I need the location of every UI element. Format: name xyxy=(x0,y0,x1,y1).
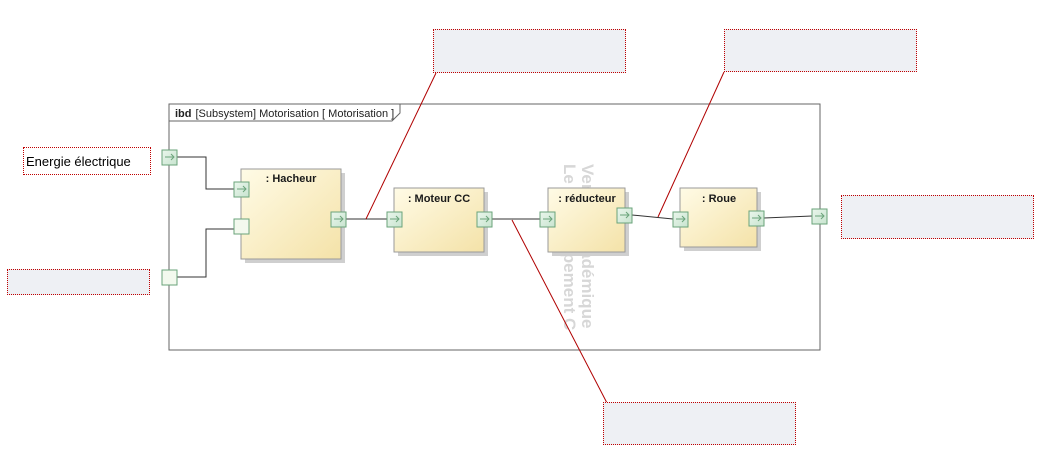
block-name: : réducteur xyxy=(558,193,616,205)
port-moteur-in[interactable] xyxy=(386,211,403,228)
port-frame-output[interactable] xyxy=(811,208,828,225)
label-reducteur-roue-flow[interactable] xyxy=(724,29,917,72)
port-hacheur-in1[interactable] xyxy=(233,181,250,198)
connectors xyxy=(177,156,813,278)
port-moteur-out[interactable] xyxy=(476,211,493,228)
port-reducteur-out[interactable] xyxy=(616,207,633,224)
connector-roue-output xyxy=(763,215,813,219)
leader-moteur-reducteur xyxy=(511,219,608,404)
block-roue[interactable]: : Roue xyxy=(679,187,761,251)
connector-input2-hacheur xyxy=(177,228,234,278)
block-reducteur[interactable]: : réducteur xyxy=(547,187,629,256)
block-name: : Hacheur xyxy=(266,173,317,185)
port-hacheur-in2[interactable] xyxy=(233,218,250,235)
ports xyxy=(161,149,828,286)
annotation-lines xyxy=(365,71,725,404)
block-moteur-cc[interactable]: : Moteur CC xyxy=(393,187,488,256)
connector-energy-hacheur xyxy=(177,156,234,190)
frame-title-tab xyxy=(169,104,401,122)
frame-title-text: [Subsystem] Motorisation [ Motorisation … xyxy=(196,108,395,120)
port-frame-energy-in[interactable] xyxy=(161,149,178,166)
frame-keyword: ibd xyxy=(175,108,192,120)
block-name: : Moteur CC xyxy=(408,193,470,205)
port-roue-out[interactable] xyxy=(748,210,765,227)
connector-reducteur-roue xyxy=(631,214,674,220)
port-reducteur-in[interactable] xyxy=(539,211,556,228)
block-hacheur[interactable]: : Hacheur xyxy=(240,168,345,263)
port-frame-input2[interactable] xyxy=(161,269,178,286)
label-second-input[interactable] xyxy=(7,269,150,295)
leader-hacheur-moteur xyxy=(365,72,437,220)
label-moteur-reducteur-flow[interactable] xyxy=(603,402,796,445)
leader-reducteur-roue xyxy=(657,71,725,218)
label-output[interactable] xyxy=(841,195,1034,239)
label-energy-input[interactable]: Energie électrique xyxy=(23,147,151,175)
frame-title: ibd [Subsystem] Motorisation [ Motorisati… xyxy=(175,108,394,120)
port-hacheur-out[interactable] xyxy=(330,211,347,228)
port-roue-in[interactable] xyxy=(672,211,689,228)
block-name: : Roue xyxy=(702,193,736,205)
label-hacheur-moteur-flow[interactable] xyxy=(433,29,626,73)
